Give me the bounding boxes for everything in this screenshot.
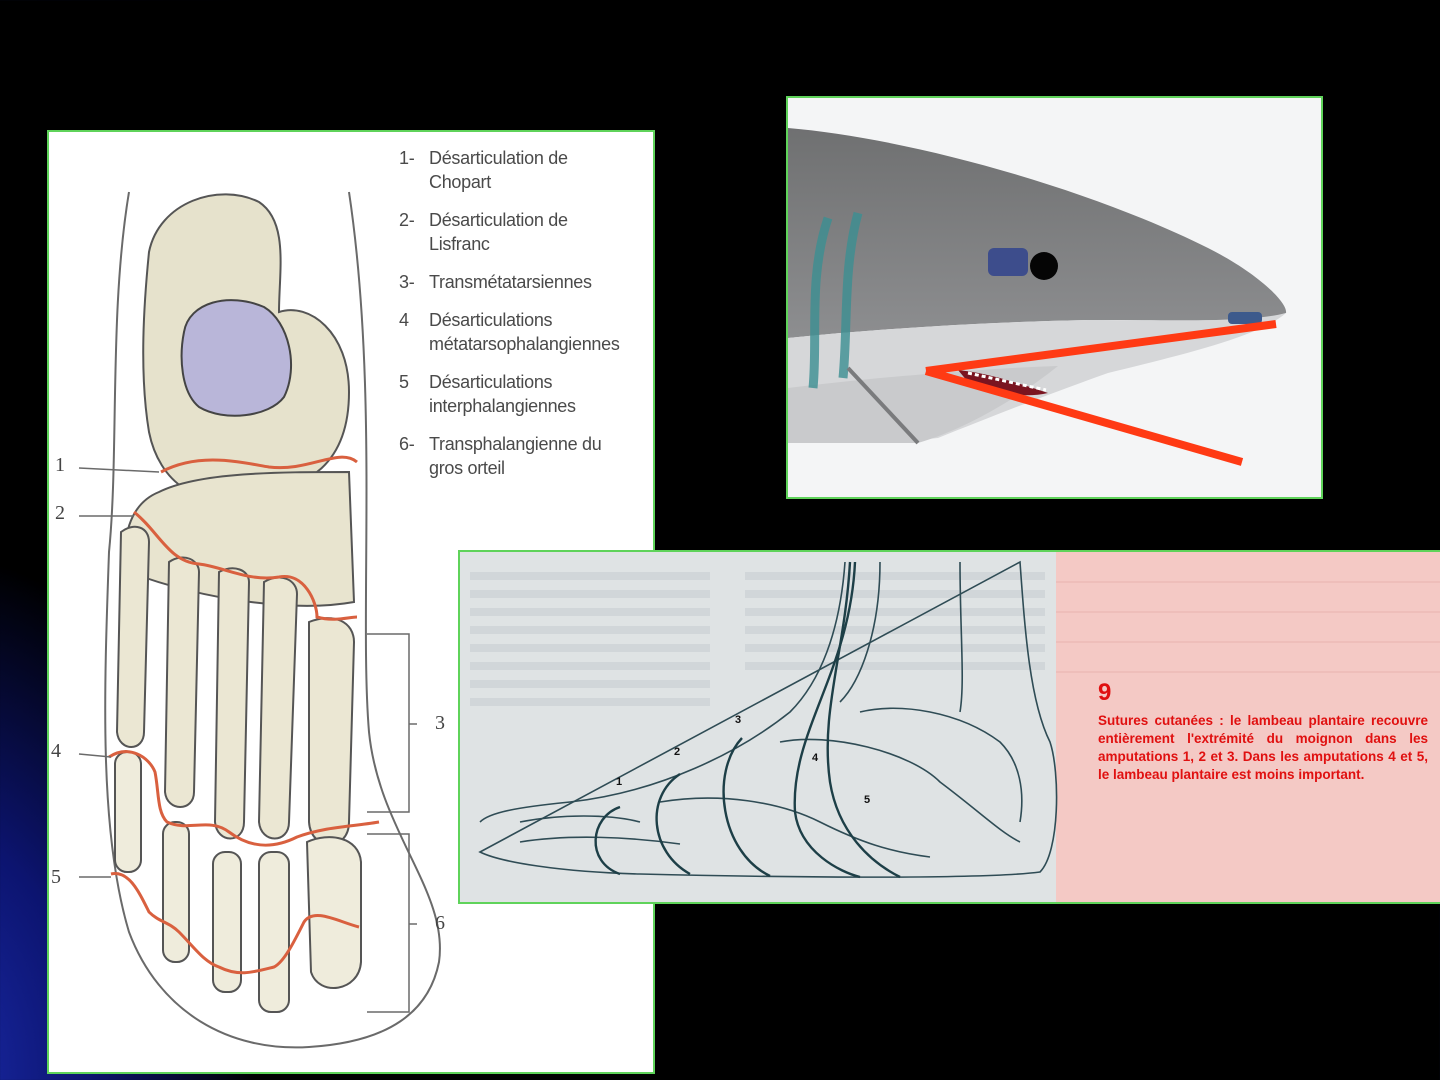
legend-item: 2-Désarticulation de Lisfranc — [399, 210, 568, 254]
suture-marker-2: 2 — [674, 746, 681, 758]
bracket-label-3: 3 — [435, 712, 445, 734]
suture-marker-3: 3 — [735, 714, 742, 726]
suture-marker-5: 5 — [864, 794, 871, 806]
shark-head-illustration — [788, 128, 1287, 466]
suture-marker-4: 4 — [812, 752, 819, 764]
line-label-1: 1 — [55, 454, 65, 476]
foot-skeleton-illustration — [78, 191, 441, 1049]
line-label-2: 2 — [55, 502, 65, 524]
caption-text: Sutures cutanées : le lambeau plantaire … — [1098, 713, 1428, 782]
legend-item: 3-Transmétatarsiennes — [399, 272, 592, 292]
suture-marker-1: 1 — [616, 776, 623, 788]
line-label-5: 5 — [51, 866, 61, 888]
line-label-4: 4 — [51, 740, 61, 762]
amputation-legend: 1-Désarticulation de Chopart 2-Désarticu… — [399, 146, 653, 494]
figure-caption: 9 Sutures cutanées : le lambeau plantair… — [1098, 679, 1428, 784]
plantar-flap-sutures-figure: 1 2 3 4 5 9 Sutures cutanées : le lambea… — [458, 550, 1440, 904]
foot-side-view-diagram — [470, 552, 1440, 902]
legend-item: 1-Désarticulation de Chopart — [399, 148, 568, 192]
bracket-label-6: 6 — [435, 912, 445, 934]
legend-item: 6-Transphalangienne du gros orteil — [399, 434, 602, 478]
shark-mouth-analogy-image — [786, 96, 1323, 499]
figure-number: 9 — [1098, 679, 1112, 706]
